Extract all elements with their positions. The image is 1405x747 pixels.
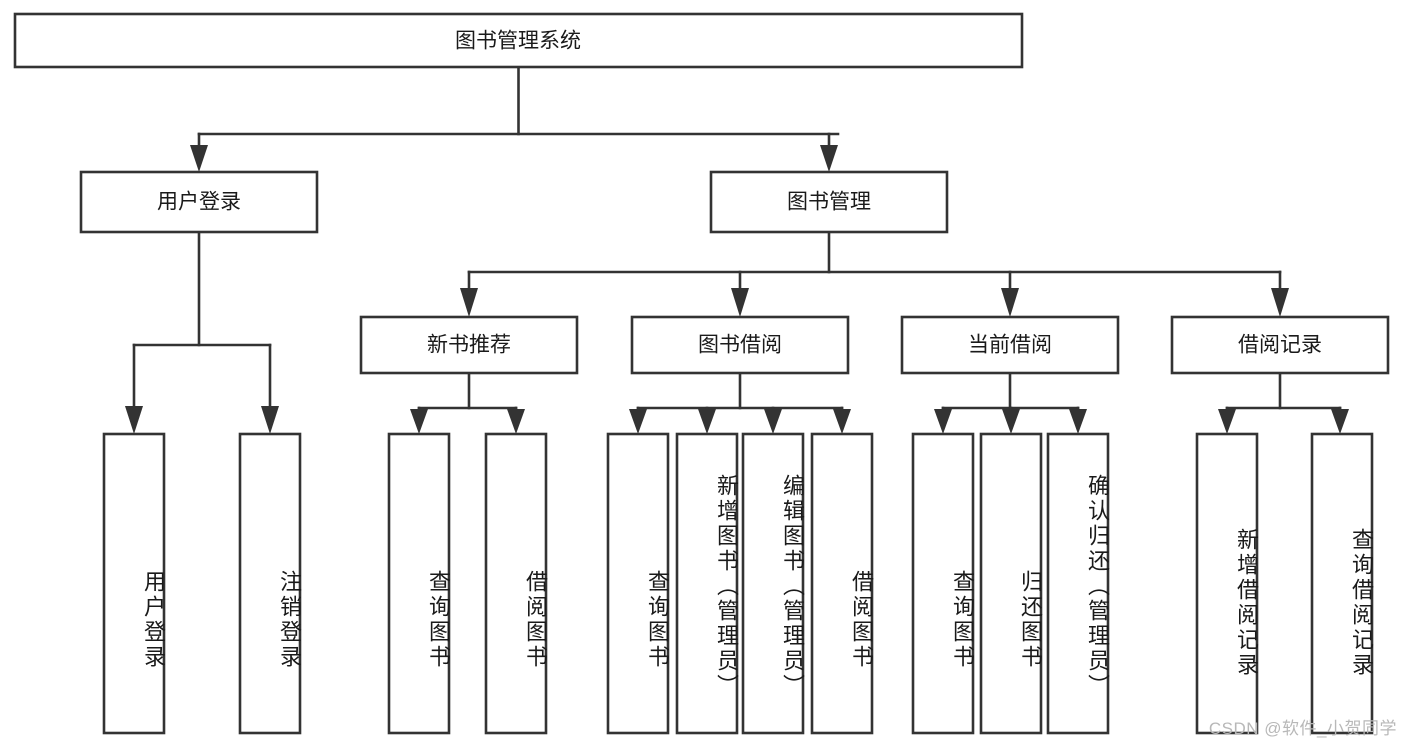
arrow-head-borrow-record: [1271, 288, 1289, 317]
connector-currentborrow-to-leaves: [934, 371, 1087, 434]
arrow-head-leaf-query-book-3: [934, 409, 952, 434]
node-leaf-confirm-return-admin-label: 确认归还（管理员）: [1085, 474, 1110, 699]
node-user-login[interactable]: 用户登录: [79, 170, 319, 234]
node-leaf-return-book-box[interactable]: [979, 432, 1043, 735]
node-book-borrow-box[interactable]: [630, 315, 850, 375]
node-leaf-borrow-book-1-label: 借阅图书: [523, 569, 548, 670]
node-leaf-edit-book-admin-box[interactable]: [741, 432, 805, 735]
node-book-borrow[interactable]: 图书借阅: [630, 315, 850, 375]
node-leaf-query-book-1-box[interactable]: [387, 432, 451, 735]
node-leaf-add-borrow-record-box[interactable]: [1195, 432, 1259, 735]
node-book-management-box[interactable]: [709, 170, 949, 234]
node-leaf-edit-book-admin-label: 编辑图书（管理员）: [780, 474, 805, 699]
node-book-management[interactable]: 图书管理: [709, 170, 949, 234]
arrow-head-leaf-query-borrow-record: [1331, 409, 1349, 434]
connector-borrowrecord-to-leaves: [1218, 371, 1349, 434]
arrow-head-leaf-add-borrow-record: [1218, 409, 1236, 434]
connector-bookborrow-to-leaves: [629, 371, 851, 434]
arrow-head-leaf-borrow-book-1: [507, 409, 525, 434]
node-leaf-logout-login-box[interactable]: [238, 432, 302, 735]
arrow-head-leaf-return-book: [1002, 409, 1020, 434]
connector-bookmgmt-to-level3: [460, 230, 1289, 317]
node-current-borrow[interactable]: 当前借阅: [900, 315, 1120, 375]
node-leaf-borrow-book-1-box[interactable]: [484, 432, 548, 735]
node-leaf-query-book-1-label: 查询图书: [426, 569, 451, 670]
node-root-label: 图书管理系统: [455, 30, 581, 53]
arrow-head-user-login: [190, 145, 208, 172]
arrow-head-book-borrow: [731, 288, 749, 317]
node-current-borrow-label: 当前借阅: [968, 334, 1052, 357]
arrow-head-leaf-user-login: [125, 406, 143, 434]
node-leaf-query-book-2-label: 查询图书: [645, 569, 670, 670]
node-leaf-query-book-3-label: 查询图书: [950, 569, 975, 670]
node-leaf-add-book-admin-label: 新增图书（管理员）: [714, 474, 739, 699]
node-new-book-recommend-label: 新书推荐: [427, 334, 511, 357]
node-user-login-box[interactable]: [79, 170, 319, 234]
node-leaf-borrow-book-2-label: 借阅图书: [849, 569, 874, 670]
node-leaf-query-borrow-record-label: 查询借阅记录: [1349, 528, 1374, 678]
arrow-head-leaf-confirm-return-admin: [1069, 409, 1087, 434]
arrow-head-leaf-borrow-book-2: [833, 409, 851, 434]
node-new-book-recommend[interactable]: 新书推荐: [359, 315, 579, 375]
arrow-head-leaf-edit-book-admin: [764, 409, 782, 434]
node-leaf-borrow-book-2-box[interactable]: [810, 432, 874, 735]
node-current-borrow-box[interactable]: [900, 315, 1120, 375]
node-leaf-logout-login-label: 注销登录: [277, 569, 302, 670]
node-root-box[interactable]: [13, 12, 1024, 69]
arrow-head-current-borrow: [1001, 288, 1019, 317]
arrow-head-leaf-query-book-2: [629, 409, 647, 434]
node-new-book-recommend-box[interactable]: [359, 315, 579, 375]
connector-root-to-level2: [190, 65, 840, 172]
node-leaf-query-book-3-box[interactable]: [911, 432, 975, 735]
node-user-login-label: 用户登录: [157, 191, 241, 214]
node-root[interactable]: 图书管理系统: [13, 12, 1024, 69]
node-leaf-user-login-box[interactable]: [102, 432, 166, 735]
node-book-management-label: 图书管理: [787, 191, 871, 214]
connector-newbook-to-leaves: [410, 371, 525, 434]
arrow-head-new-book-recommend: [460, 288, 478, 317]
node-borrow-record-box[interactable]: [1170, 315, 1390, 375]
node-leaf-confirm-return-admin-box[interactable]: [1046, 432, 1110, 735]
node-leaf-user-login-label: 用户登录: [141, 569, 166, 670]
node-leaf-query-book-2-box[interactable]: [606, 432, 670, 735]
arrow-head-leaf-logout-login: [261, 406, 279, 434]
csdn-watermark: CSDN @软件_小贺同学: [1208, 719, 1397, 738]
arrow-head-leaf-query-book-1: [410, 409, 428, 434]
connector-userlogin-to-leaves: [125, 230, 279, 434]
node-book-borrow-label: 图书借阅: [698, 334, 782, 357]
arrow-head-leaf-add-book-admin: [698, 409, 716, 434]
node-borrow-record[interactable]: 借阅记录: [1170, 315, 1390, 375]
node-leaf-add-book-admin-box[interactable]: [675, 432, 739, 735]
arrow-head-book-management: [820, 145, 838, 172]
node-leaf-add-borrow-record-label: 新增借阅记录: [1234, 528, 1259, 678]
node-borrow-record-label: 借阅记录: [1238, 334, 1322, 357]
node-leaf-return-book-label: 归还图书: [1018, 569, 1043, 670]
node-leaf-query-borrow-record-box[interactable]: [1310, 432, 1374, 735]
